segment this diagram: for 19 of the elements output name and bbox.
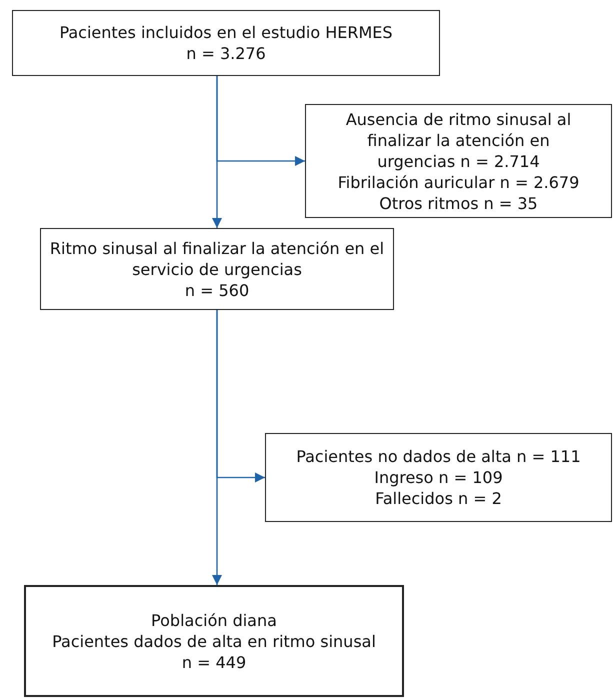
box-text: Fallecidos n = 2 (375, 488, 502, 509)
box-text: n = 3.276 (186, 43, 266, 64)
box-text: Pacientes dados de alta en ritmo sinusal (52, 630, 376, 652)
box-text: Pacientes no dados de alta n = 111 (296, 446, 581, 467)
process-box (305, 104, 612, 218)
box-text: n = 560 (184, 280, 250, 300)
box-text: Ingreso n = 109 (374, 467, 503, 488)
arrow (216, 310, 265, 482)
box-text: Población diana (151, 610, 277, 630)
process-box (24, 585, 404, 697)
process-box (265, 433, 612, 522)
box-text: n = 449 (182, 652, 246, 672)
box-text: Fibrilación auricular n = 2.679 (338, 172, 580, 192)
arrow (216, 76, 305, 166)
box-text: Ausencia de ritmo sinusal al finalizar la atención en urgencias n = 2.714 (344, 108, 572, 172)
process-box (12, 10, 440, 76)
box-text: Pacientes incluidos en el estudio HERMES (59, 22, 393, 43)
process-box (40, 228, 394, 310)
box-text: Otros ritmos n = 35 (379, 192, 538, 214)
